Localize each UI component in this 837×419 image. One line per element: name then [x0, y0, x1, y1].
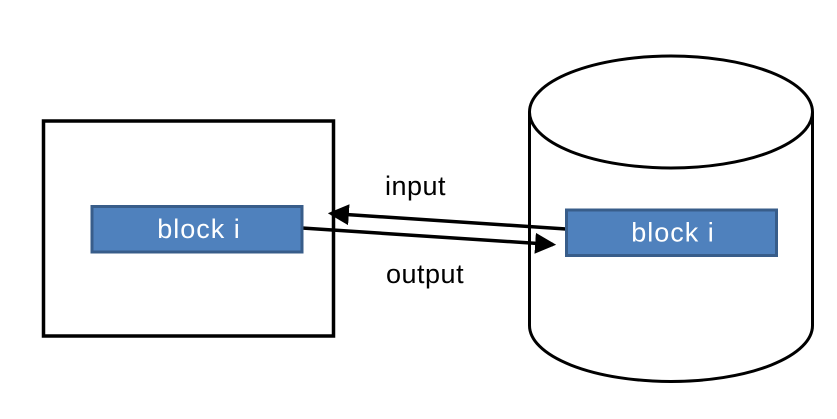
output-arrow — [301, 226, 557, 254]
input-label: input — [385, 171, 446, 201]
disk-block-label: block i — [631, 218, 715, 248]
disk-block — [565, 208, 778, 257]
memory-block — [90, 205, 304, 254]
output-label: output — [386, 259, 464, 289]
storage-cylinder-top — [528, 54, 814, 170]
input-arrow — [327, 204, 567, 231]
memory-block-label: block i — [157, 214, 241, 244]
